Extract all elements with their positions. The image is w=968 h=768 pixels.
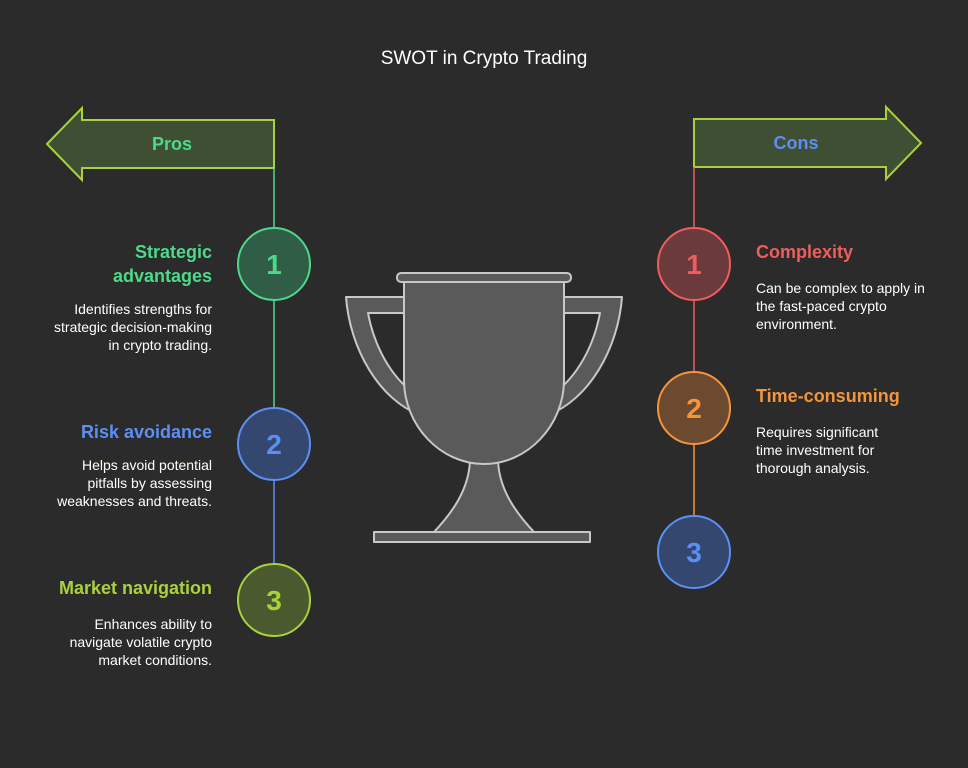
pros-step-3: 3 (237, 563, 311, 637)
cons-item-description: Can be complex to apply in the fast-pace… (756, 280, 925, 332)
cons-arrow-shape (693, 104, 923, 182)
cons-item-title: Time-consuming (756, 386, 900, 406)
step-circle (657, 371, 731, 445)
step-circle (237, 407, 311, 481)
step-circle (657, 227, 731, 301)
step-circle (657, 515, 731, 589)
step-number: 3 (686, 537, 702, 568)
cons-label: Cons (774, 133, 819, 153)
trophy-rim (396, 272, 572, 283)
trophy-cup (403, 281, 565, 465)
trophy-stem (433, 457, 535, 533)
step-number: 3 (266, 585, 282, 616)
cons-item-description: Requires significant time investment for… (756, 424, 879, 476)
pros-label: Pros (152, 134, 192, 154)
cons-step-1: 1 (657, 227, 731, 301)
page-title: SWOT in Crypto Trading (380, 48, 588, 69)
step-number: 2 (266, 429, 282, 460)
pros-arrow-shape (45, 105, 275, 183)
step-circle (237, 227, 311, 301)
pros-item-title: Risk avoidance (80, 422, 212, 442)
pros-arrow: Pros (45, 105, 275, 183)
cons-item-title: Complexity (756, 242, 854, 262)
step-number: 2 (686, 393, 702, 424)
step-number: 1 (686, 249, 702, 280)
trophy-icon (345, 272, 623, 543)
pros-item-title: Strategic advantages (112, 242, 212, 286)
pros-step-1: 1 (237, 227, 311, 301)
step-circle (237, 563, 311, 637)
trophy-base (373, 531, 591, 543)
cons-arrow: Cons (693, 104, 923, 182)
pros-step-2: 2 (237, 407, 311, 481)
pros-item-title: Market navigation (58, 578, 212, 598)
pros-item-description: Enhances ability to navigate volatile cr… (69, 616, 212, 668)
pros-item-description: Helps avoid potential pitfalls by assess… (57, 457, 212, 509)
cons-step-2: 2 (657, 371, 731, 445)
pros-item-description: Identifies strengths for strategic decis… (54, 301, 212, 353)
cons-step-3: 3 (657, 515, 731, 589)
step-number: 1 (266, 249, 282, 280)
